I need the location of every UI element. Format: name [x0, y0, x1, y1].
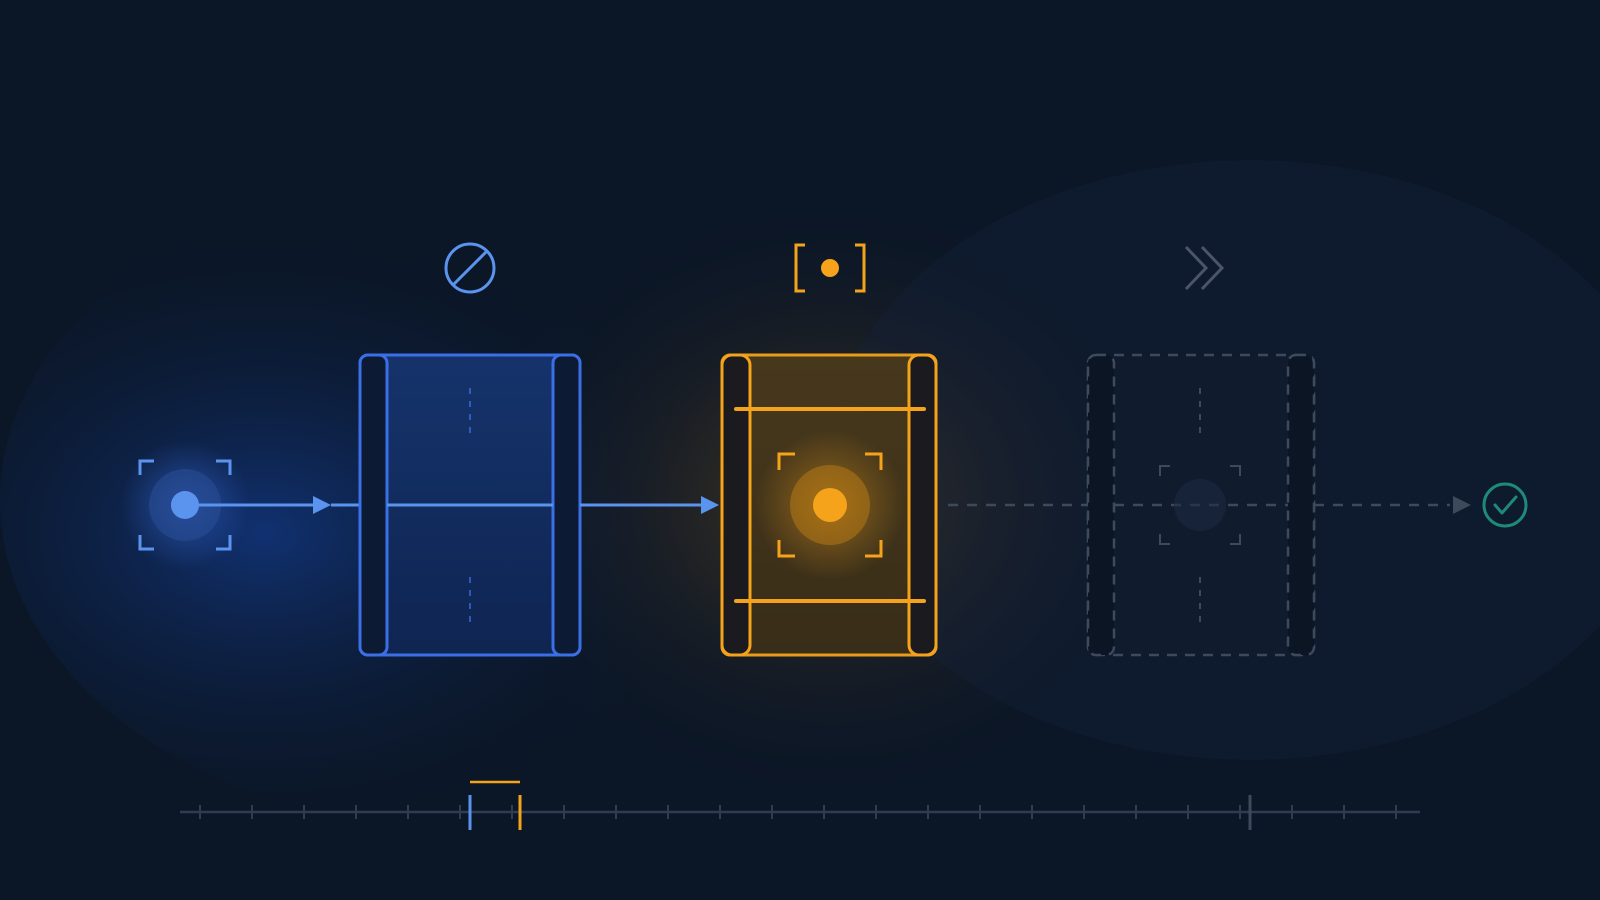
connector-stage3-end	[1314, 496, 1471, 514]
timeline-ruler[interactable]	[180, 780, 1420, 830]
focus-bracket-icon	[794, 243, 866, 293]
stage-1-card[interactable]	[358, 353, 582, 657]
connector-start-stage1	[185, 496, 360, 514]
focus-target-icon	[138, 459, 232, 551]
stage-2-card[interactable]	[720, 353, 938, 657]
fast-forward-icon	[1184, 245, 1225, 291]
stage-3-card[interactable]	[1086, 353, 1316, 657]
connector-stage1-stage2	[580, 496, 719, 514]
focus-frame-icon	[1159, 465, 1241, 545]
timeline-selection[interactable]	[468, 780, 522, 830]
check-circle-icon[interactable]	[1482, 482, 1528, 528]
blocked-icon	[444, 242, 496, 294]
timeline-ticks	[199, 805, 1397, 819]
focus-frame-icon	[777, 452, 883, 558]
